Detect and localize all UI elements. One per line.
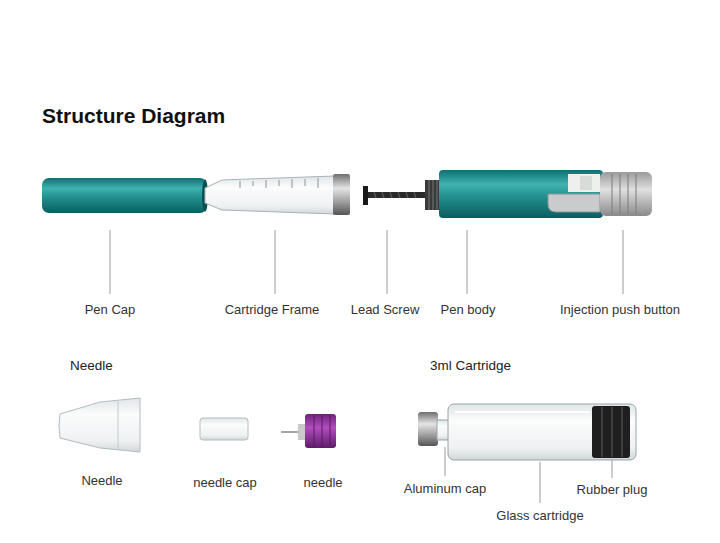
pen-cap [42, 178, 208, 213]
glass-cartridge [418, 404, 636, 460]
part-label: Needle [81, 473, 122, 489]
part-label: Cartridge Frame [225, 302, 320, 318]
pen-body [425, 170, 603, 218]
push-button [600, 172, 652, 216]
section-heading: 3ml Cartridge [430, 358, 511, 374]
part-label: Aluminum cap [404, 481, 486, 497]
leader-lines [110, 230, 623, 294]
cartridge-frame [205, 174, 350, 215]
part-label: Glass cartridge [496, 508, 583, 524]
needle-inner-cap [200, 418, 248, 440]
part-label: Pen body [441, 302, 496, 318]
needle-outer-cap [59, 398, 140, 452]
needle-hub [281, 414, 336, 448]
part-label: needle cap [193, 475, 257, 491]
part-label: Rubber plug [577, 482, 648, 498]
section-heading: Needle [70, 358, 113, 374]
page-title: Structure Diagram [42, 103, 225, 128]
part-label: Lead Screw [351, 302, 420, 318]
lead-screw [363, 186, 428, 205]
part-label: Pen Cap [85, 302, 136, 318]
part-label: needle [303, 475, 342, 491]
part-label: Injection push button [560, 302, 680, 318]
